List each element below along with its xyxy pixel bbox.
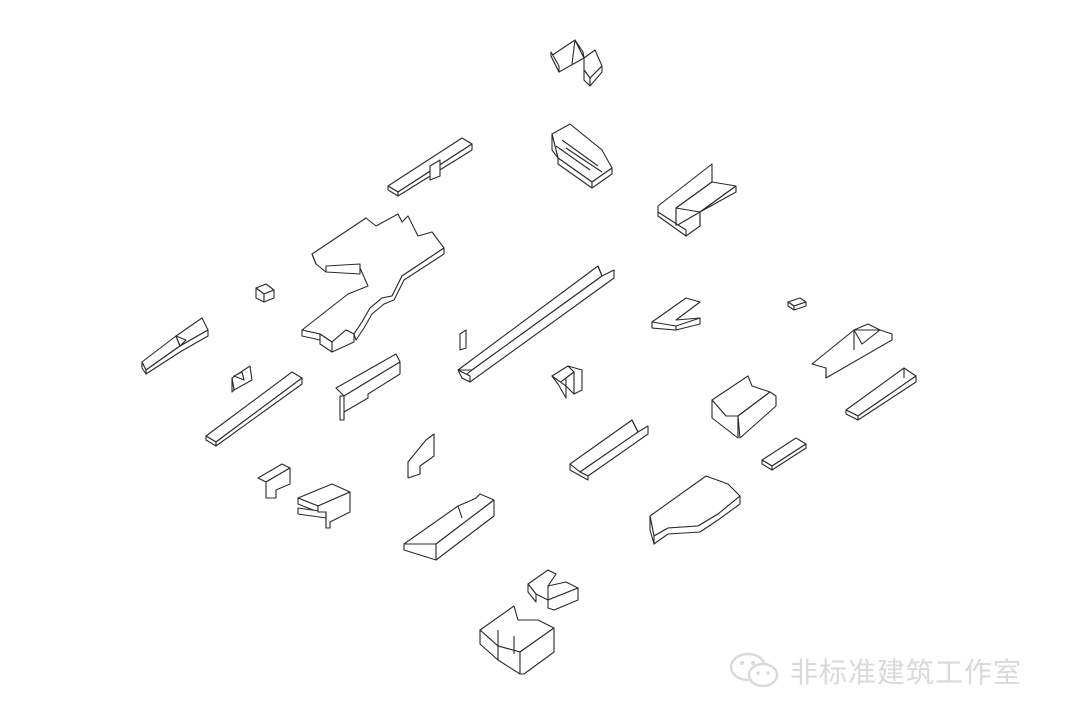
wechat-icon bbox=[729, 652, 779, 688]
watermark: 非标准建筑工作室 bbox=[728, 649, 1022, 693]
piece-mid-vertical bbox=[407, 433, 435, 479]
piece-stepped-block bbox=[711, 375, 777, 439]
piece-tiny-block bbox=[787, 297, 807, 311]
piece-l-shape bbox=[651, 297, 701, 331]
piece-plate-bottom-right bbox=[649, 475, 741, 545]
piece-stair-block bbox=[551, 123, 613, 189]
piece-small-cube bbox=[255, 283, 275, 303]
piece-large-plate bbox=[301, 213, 445, 353]
piece-small-tag bbox=[231, 365, 253, 393]
piece-left-folded bbox=[141, 317, 209, 375]
piece-top-cluster bbox=[550, 39, 603, 87]
piece-notched-bar bbox=[335, 353, 401, 421]
piece-small-bar-right bbox=[761, 437, 807, 471]
piece-bar-top-left bbox=[387, 137, 473, 197]
piece-stacked-block bbox=[297, 483, 351, 529]
watermark-text: 非标准建筑工作室 bbox=[790, 656, 1023, 689]
piece-small-l-left bbox=[257, 463, 291, 499]
piece-bar-left-long bbox=[205, 371, 303, 447]
piece-channel-center-right bbox=[569, 419, 649, 481]
piece-central-channel bbox=[457, 265, 615, 383]
piece-bar-right bbox=[845, 367, 917, 421]
piece-sliver bbox=[459, 329, 467, 351]
piece-small-channel-bottom bbox=[527, 569, 579, 611]
piece-channel-bottom bbox=[403, 493, 495, 561]
piece-right-folded bbox=[811, 323, 893, 379]
piece-center-bracket bbox=[551, 365, 583, 399]
piece-channel-top-right bbox=[657, 163, 737, 237]
piece-wave-block bbox=[479, 605, 555, 675]
